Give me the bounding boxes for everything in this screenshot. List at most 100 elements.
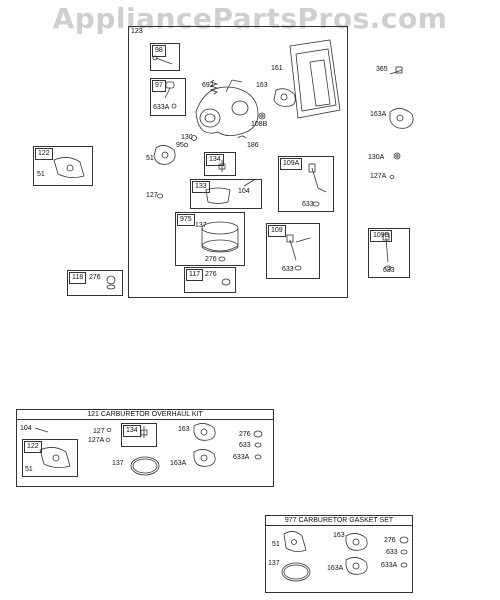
kit-977-label-163: 163 bbox=[333, 532, 345, 539]
needle-134-part bbox=[218, 160, 226, 172]
kit-121-tag-122: 122 bbox=[24, 441, 42, 453]
box-117[interactable] bbox=[184, 267, 236, 293]
part-186 bbox=[237, 135, 247, 139]
tag-118: 118 bbox=[69, 272, 87, 284]
shutoff-109-part bbox=[286, 234, 311, 271]
carburetor-body-part bbox=[195, 79, 259, 136]
tag-133: 133 bbox=[192, 181, 210, 193]
label-692: 692 bbox=[202, 82, 214, 89]
label-137: 137 bbox=[195, 222, 207, 229]
kit-121-title: 121 CARBURETOR OVERHAUL KIT bbox=[17, 410, 273, 420]
kit-977-label-633A: 633A bbox=[381, 562, 398, 569]
part-127 bbox=[157, 193, 163, 199]
label-127: 127 bbox=[146, 192, 158, 199]
bowl-975-part bbox=[201, 221, 239, 262]
label-276-box117: 276 bbox=[205, 271, 217, 278]
main-group-tag: 123 bbox=[131, 28, 143, 35]
tag-109: 109 bbox=[268, 225, 286, 237]
kit-121-label-137: 137 bbox=[112, 460, 124, 467]
label-127A: 127A bbox=[370, 173, 387, 180]
label-276-box975: 276 bbox=[205, 256, 217, 263]
shutoff-109B-part bbox=[382, 233, 392, 271]
gasket-51-part bbox=[153, 145, 176, 165]
label-365: 365 bbox=[376, 66, 388, 73]
label-130A: 130A bbox=[368, 154, 385, 161]
label-186: 186 bbox=[247, 142, 259, 149]
label-633-box109B: 633 bbox=[383, 267, 395, 274]
kit-977-label-633: 633 bbox=[386, 549, 398, 556]
label-633A-box97: 633A bbox=[153, 104, 170, 111]
spring-part bbox=[209, 79, 219, 95]
label-130: 130 bbox=[181, 134, 193, 141]
screw-part bbox=[152, 55, 173, 65]
box-97[interactable] bbox=[150, 78, 186, 116]
float-133-part bbox=[205, 179, 255, 204]
kit-121-label-104: 104 bbox=[20, 425, 32, 432]
kit-977-label-137: 137 bbox=[268, 560, 280, 567]
part-118 bbox=[106, 275, 116, 290]
kit-977-frame: 977 CARBURETOR GASKET SET bbox=[265, 515, 413, 593]
label-633-box109: 633 bbox=[282, 266, 294, 273]
tag-134: 134 bbox=[206, 154, 224, 166]
kit-977-label-163A: 163A bbox=[327, 565, 344, 572]
kit-121-label-633: 633 bbox=[239, 442, 251, 449]
tag-97: 97 bbox=[152, 80, 166, 92]
kit-977-title: 977 CARBURETOR GASKET SET bbox=[266, 516, 412, 526]
kit-121-label-633A: 633A bbox=[233, 454, 250, 461]
kit-121-tag-134: 134 bbox=[123, 425, 141, 437]
label-633-box109A: 633 bbox=[302, 201, 314, 208]
box-98[interactable] bbox=[150, 43, 180, 71]
part-130-95 bbox=[183, 135, 197, 148]
box-109B[interactable] bbox=[368, 228, 410, 278]
tag-122: 122 bbox=[35, 148, 53, 160]
tag-975: 975 bbox=[177, 214, 195, 226]
label-104: 104 bbox=[238, 188, 250, 195]
box-109[interactable] bbox=[266, 223, 320, 279]
idle-screw-part bbox=[164, 81, 177, 109]
kit-121-label-163A: 163A bbox=[170, 460, 187, 467]
kit-121-label-127: 127 bbox=[93, 428, 105, 435]
kit-977-label-276: 276 bbox=[384, 537, 396, 544]
part-108B bbox=[258, 112, 266, 120]
box-133[interactable] bbox=[190, 179, 262, 209]
gasket-163-part bbox=[273, 88, 296, 107]
label-51-box122: 51 bbox=[37, 171, 45, 178]
kit-121-parts bbox=[34, 423, 263, 476]
gasket-163A-part bbox=[389, 108, 414, 129]
tag-109A: 109A bbox=[280, 158, 303, 170]
kit-121-label-127A: 127A bbox=[88, 437, 105, 444]
box-118[interactable] bbox=[67, 270, 123, 296]
main-group-frame bbox=[128, 26, 348, 298]
tag-98: 98 bbox=[152, 45, 166, 57]
label-95: 95 bbox=[176, 142, 184, 149]
kit-977-parts bbox=[281, 531, 409, 582]
kit-977-label-51: 51 bbox=[272, 541, 280, 548]
part-130A bbox=[393, 152, 401, 160]
watermark: AppliancePartsPros.com bbox=[52, 2, 448, 35]
kit-121-box-122[interactable] bbox=[22, 439, 78, 477]
adapter-122-part bbox=[53, 157, 85, 178]
kit-121-frame: 121 CARBURETOR OVERHAUL KIT bbox=[16, 409, 274, 487]
kit-121-label-51: 51 bbox=[25, 466, 33, 473]
kit-121-label-163: 163 bbox=[178, 426, 190, 433]
label-163: 163 bbox=[256, 82, 268, 89]
tag-117: 117 bbox=[186, 269, 204, 281]
box-122[interactable] bbox=[33, 146, 93, 186]
label-108B: 108B bbox=[251, 121, 268, 128]
part-365 bbox=[389, 66, 403, 75]
label-276-box118: 276 bbox=[89, 274, 101, 281]
label-163A: 163A bbox=[370, 111, 387, 118]
part-117-oring bbox=[221, 278, 231, 286]
part-127A bbox=[389, 175, 395, 179]
filter-base-part bbox=[289, 39, 341, 119]
tag-109B: 109B bbox=[370, 230, 393, 242]
box-134[interactable] bbox=[204, 152, 236, 176]
kit-121-box-134[interactable] bbox=[121, 423, 157, 447]
box-109A[interactable] bbox=[278, 156, 334, 212]
shutoff-109A-part bbox=[308, 163, 327, 207]
label-161: 161 bbox=[271, 65, 283, 72]
label-51: 51 bbox=[146, 155, 154, 162]
kit-121-label-276: 276 bbox=[239, 431, 251, 438]
box-975[interactable] bbox=[175, 212, 245, 266]
